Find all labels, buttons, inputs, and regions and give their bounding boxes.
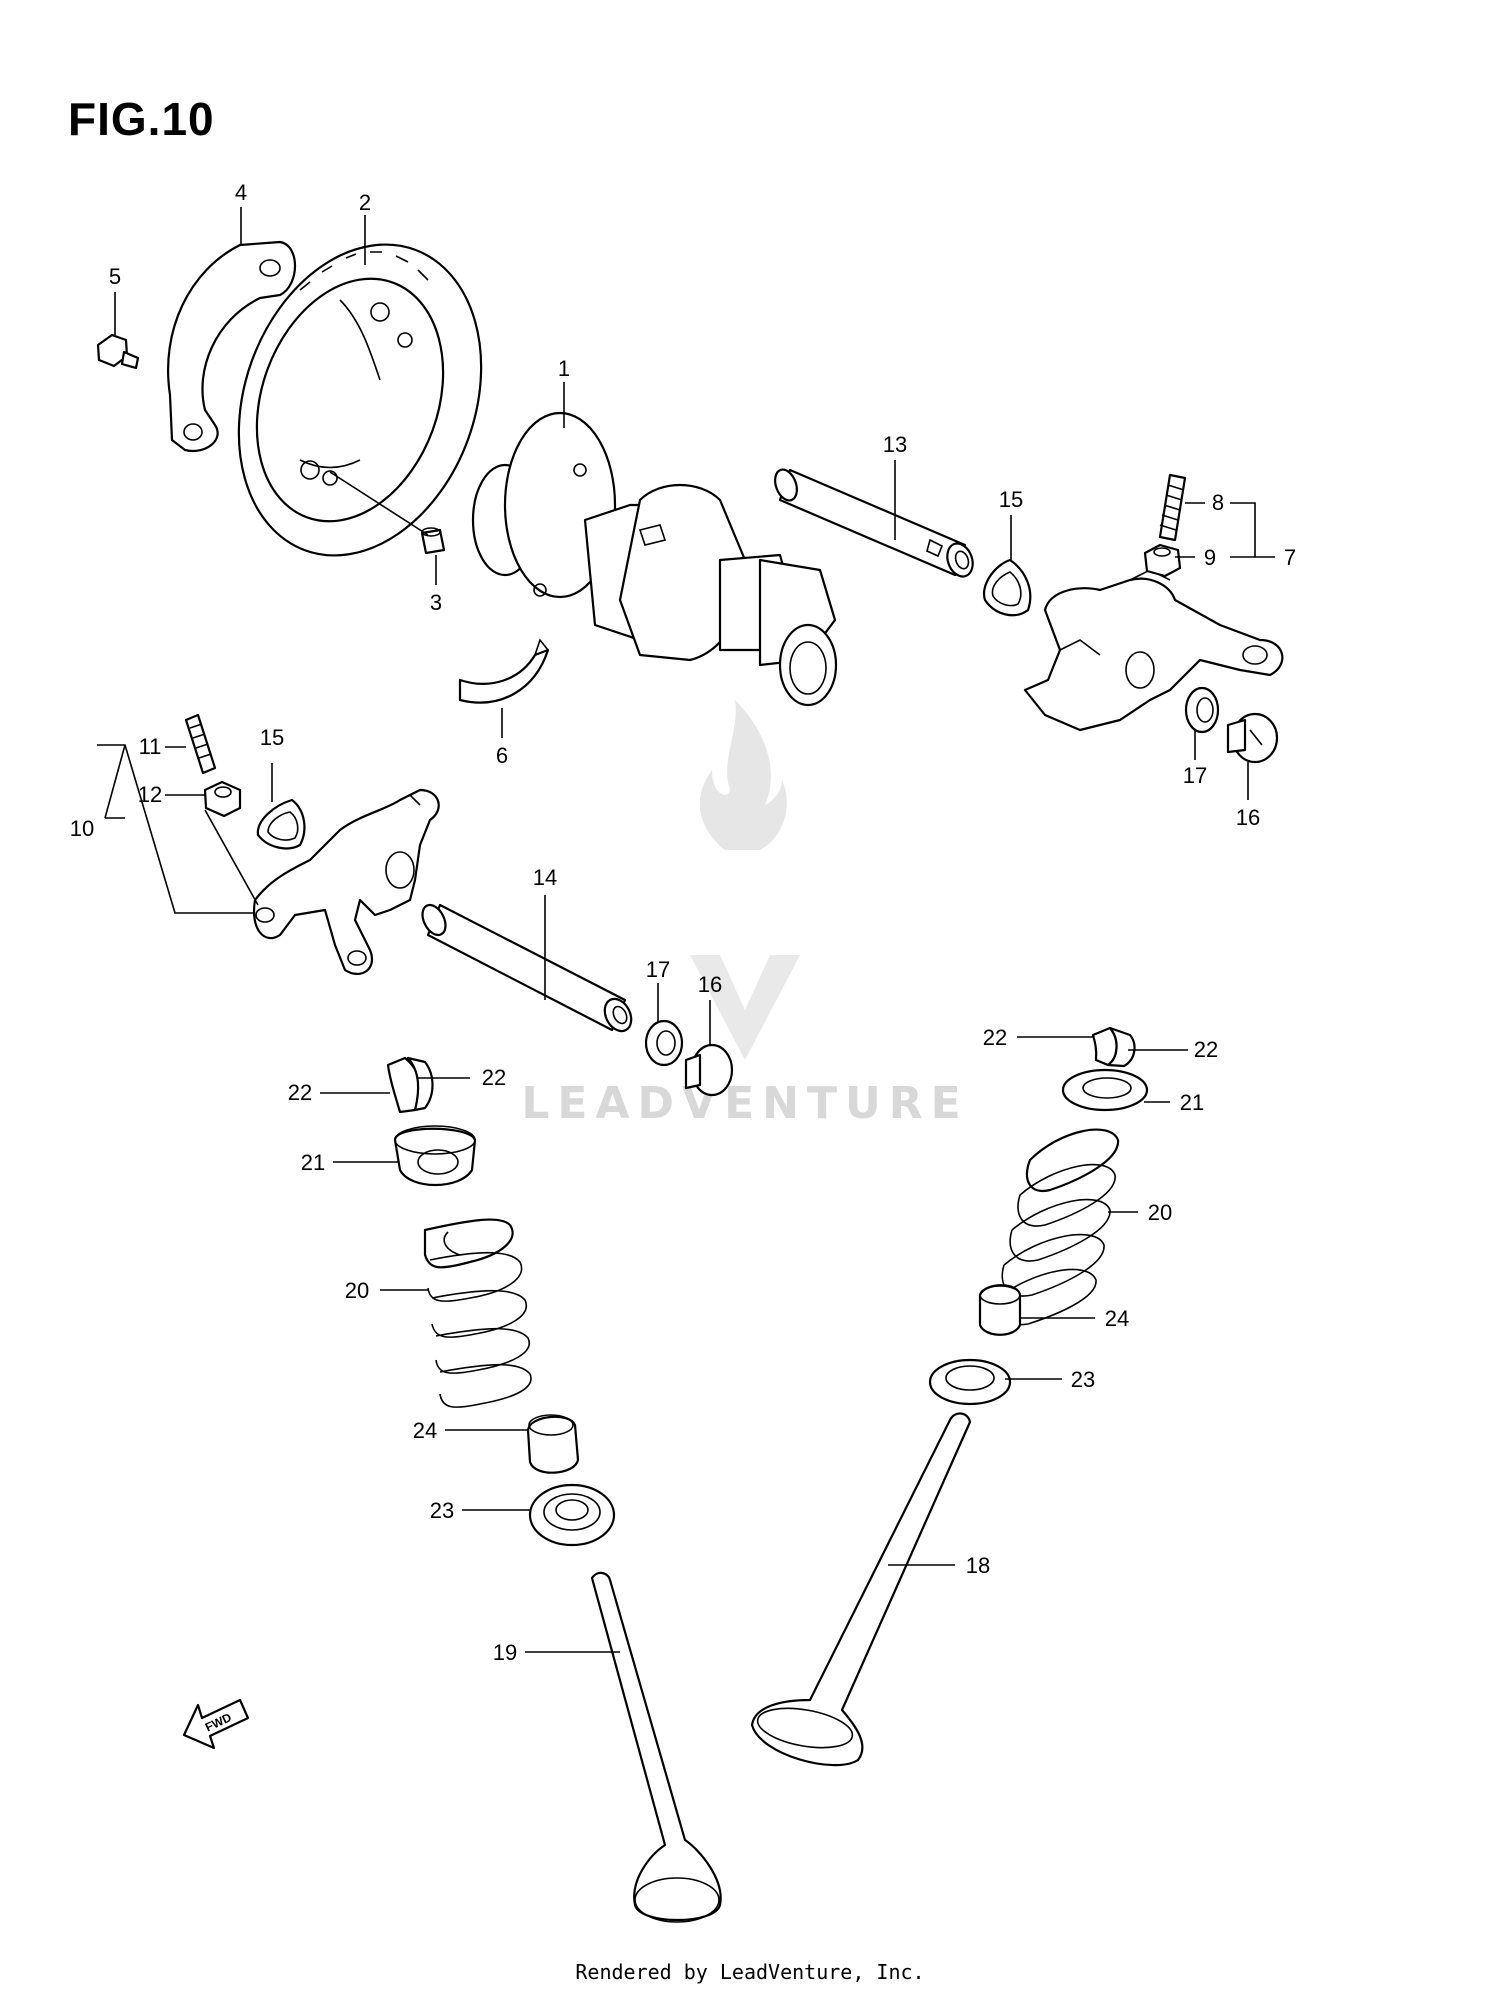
- callout-8: 8: [1212, 490, 1224, 515]
- part-20-spring-left[interactable]: [423, 1218, 532, 1408]
- part-6-half-ring[interactable]: [458, 638, 550, 704]
- callout-16-middle: 16: [698, 972, 722, 997]
- part-23-spring-seat-left[interactable]: [528, 1483, 616, 1547]
- part-22-cotter-left[interactable]: [386, 1056, 434, 1114]
- part-20-spring-right[interactable]: [996, 1128, 1120, 1326]
- callout-24-left: 24: [413, 1418, 437, 1443]
- part-17-washer-middle[interactable]: [644, 1019, 684, 1067]
- callout-12: 12: [138, 782, 162, 807]
- callout-6: 6: [496, 743, 508, 768]
- part-14-shaft[interactable]: [418, 901, 637, 1035]
- callout-9: 9: [1204, 545, 1216, 570]
- callout-22-b: 22: [482, 1065, 506, 1090]
- callout-22-d: 22: [1194, 1037, 1218, 1062]
- callout-23-right: 23: [1071, 1367, 1095, 1392]
- part-16-plug-bolt-middle[interactable]: [684, 1043, 734, 1097]
- callout-19: 19: [493, 1640, 517, 1665]
- part-1-camshaft[interactable]: [471, 411, 838, 707]
- part-18-valve-right[interactable]: [750, 1412, 972, 1767]
- callout-20-right: 20: [1148, 1200, 1172, 1225]
- callout-16-upper: 16: [1236, 805, 1260, 830]
- part-4-retainer-plate[interactable]: [167, 240, 297, 453]
- watermark-v-icon: [690, 955, 800, 1060]
- callout-14: 14: [533, 865, 557, 890]
- callout-5: 5: [109, 264, 121, 289]
- callout-22-a: 22: [288, 1080, 312, 1105]
- callout-15-left: 15: [260, 725, 284, 750]
- part-10-rocker-arm[interactable]: [252, 788, 440, 975]
- part-22-cotter-right[interactable]: [1091, 1026, 1136, 1068]
- part-24-seal-right[interactable]: [978, 1284, 1022, 1336]
- watermark-text: LEADVENTURE: [521, 1078, 968, 1129]
- part-23-spring-seat-right[interactable]: [928, 1358, 1012, 1406]
- part-15-o-ring-upper[interactable]: [982, 558, 1032, 617]
- part-9-nut[interactable]: [1143, 543, 1182, 578]
- callout-11: 11: [139, 734, 162, 759]
- part-5-bolt[interactable]: [96, 333, 140, 370]
- part-11-adjusting-screw[interactable]: [184, 713, 217, 775]
- callout-17-upper: 17: [1183, 763, 1207, 788]
- leader-lines: [97, 207, 1275, 1653]
- watermark: LEADVENTURE: [521, 700, 968, 1129]
- callout-17-middle: 17: [646, 957, 670, 982]
- callout-2: 2: [359, 190, 371, 215]
- callout-20-left: 20: [345, 1278, 369, 1303]
- callout-3: 3: [430, 590, 442, 615]
- callout-18: 18: [966, 1553, 990, 1578]
- part-3-pin[interactable]: [329, 471, 446, 555]
- part-16-plug-bolt-upper[interactable]: [1226, 712, 1279, 764]
- part-8-adjusting-screw[interactable]: [1158, 473, 1187, 542]
- callout-4: 4: [235, 180, 247, 205]
- callout-7: 7: [1284, 545, 1296, 570]
- figure-title: FIG.10: [68, 93, 215, 145]
- part-2-cam-sprocket[interactable]: [197, 210, 523, 589]
- part-13-shaft[interactable]: [771, 467, 977, 581]
- part-21-retainer-left[interactable]: [393, 1125, 477, 1187]
- part-19-valve-left[interactable]: [590, 1571, 722, 1923]
- callout-21-right: 21: [1180, 1090, 1204, 1115]
- watermark-flame-icon: [699, 700, 787, 850]
- callout-22-c: 22: [983, 1025, 1007, 1050]
- callout-24-right: 24: [1105, 1306, 1129, 1331]
- callout-1: 1: [558, 356, 570, 381]
- part-17-washer-upper[interactable]: [1184, 686, 1220, 734]
- fwd-arrow: FWD: [182, 1698, 250, 1750]
- callout-15-upper: 15: [999, 487, 1023, 512]
- part-15-o-ring-left[interactable]: [256, 798, 306, 850]
- callout-21-left: 21: [301, 1150, 325, 1175]
- footer-credit: Rendered by LeadVenture, Inc.: [575, 1960, 925, 1984]
- part-7-rocker-arm[interactable]: [1023, 569, 1284, 732]
- callout-13: 13: [883, 432, 907, 457]
- callout-labels: 4 2 5 1 3 6 13 15 8 9 7 17 16 11 12 10 1…: [70, 180, 1296, 1665]
- part-12-nut[interactable]: [203, 780, 242, 818]
- callout-23-left: 23: [430, 1498, 454, 1523]
- callout-10: 10: [70, 816, 94, 841]
- part-21-retainer-right[interactable]: [1061, 1068, 1149, 1112]
- part-24-seal-left[interactable]: [526, 1414, 580, 1474]
